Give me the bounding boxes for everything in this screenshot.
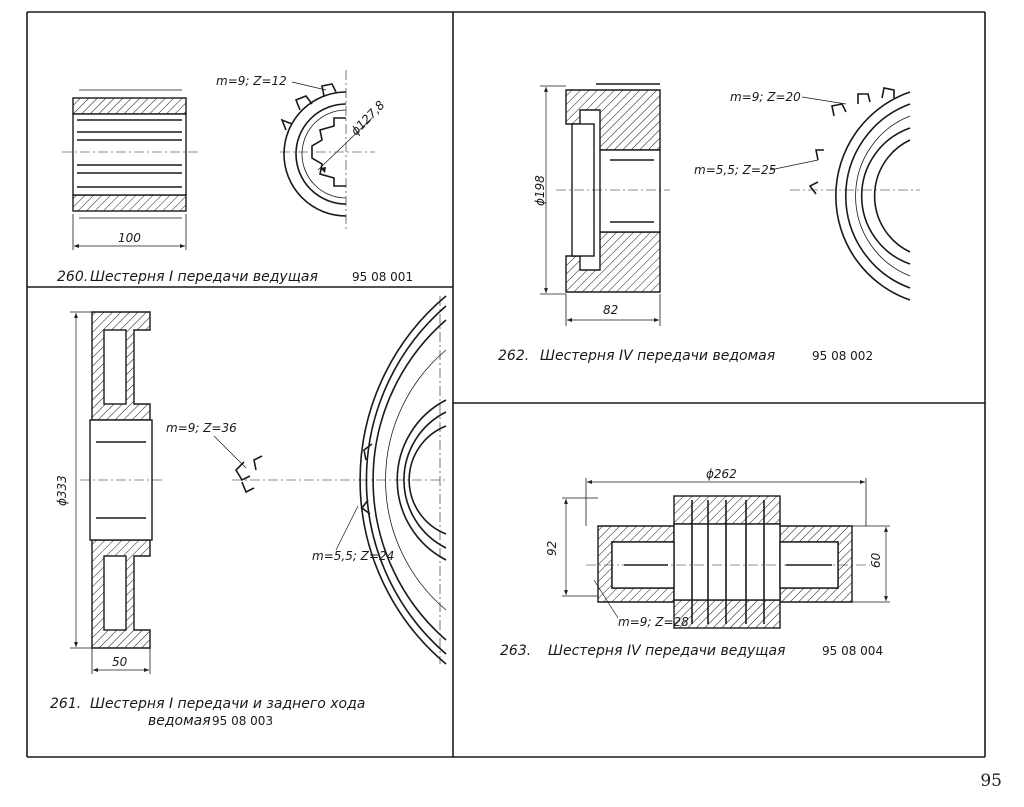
fig261-title-line1: Шестерня I передачи и заднего хода [90,696,365,712]
fig261-caption: 261. Шестерня I передачи и заднего хода … [50,696,365,729]
fig263-module-leader: m=9; Z=28 [593,579,689,629]
fig260-width-label: 100 [118,231,141,245]
fig263-right-height-dimension: 60 [852,525,890,603]
fig260-section-view [62,89,200,219]
fig260-module-label: m=9; Z=12 [216,74,287,88]
fig261-diameter-dimension: ϕ333 [55,311,92,649]
figure-261: ϕ333 50 m=9; Z=36 [50,295,447,729]
fig262-inner-gear-label: m=5,5; Z=25 [694,163,776,177]
fig263-right-height-label: 60 [869,552,883,568]
fig260-width-dimension: 100 [72,214,187,250]
fig262-width-dimension: 82 [565,294,661,326]
fig260-diameter-dimension: ϕ127,8 [317,98,388,173]
fig260-diameter-label: ϕ127,8 [348,98,388,138]
fig260-code: 95 08 001 [352,270,413,284]
fig260-caption: 260. Шестерня I передачи ведущая 95 08 0… [57,269,413,285]
fig261-outer-gear-leader: m=9; Z=36 [166,421,247,469]
fig261-code: 95 08 003 [212,714,273,728]
fig262-code: 95 08 002 [812,349,873,363]
fig263-left-height-dimension: 92 [545,497,598,597]
fig261-inner-gear-label: m=5,5; Z=24 [312,549,394,563]
fig262-outer-gear-leader: m=9; Z=20 [730,90,847,105]
sheet-frame [26,11,986,758]
fig262-caption: 262. Шестерня IV передачи ведомая 95 08 … [498,348,873,364]
fig261-diameter-label: ϕ333 [55,475,69,506]
fig263-title: Шестерня IV передачи ведущая [548,643,785,659]
fig262-width-label: 82 [603,303,618,317]
fig263-module-label: m=9; Z=28 [618,615,689,629]
fig262-section-view [556,83,670,293]
fig260-end-view [280,70,375,230]
fig263-diameter-label: ϕ262 [706,467,737,481]
fig261-inner-gear-leader: m=5,5; Z=24 [312,505,394,563]
fig260-module-leader: m=9; Z=12 [216,74,327,91]
fig261-section-view [80,311,165,649]
fig261-width-dimension: 50 [91,648,151,674]
fig261-width-label: 50 [112,655,128,669]
fig263-section-view [586,495,870,629]
fig262-number: 262. [498,348,529,364]
fig261-title-line2: ведомая [148,713,211,729]
fig261-end-view [232,295,447,665]
fig263-caption: 263. Шестерня IV передачи ведущая 95 08 … [500,643,883,659]
fig262-inner-gear-leader: m=5,5; Z=25 [694,159,819,177]
figure-262: ϕ198 82 m=9; Z=20 m=5,5; Z=25 [498,83,920,364]
fig263-left-height-label: 92 [545,541,559,556]
fig260-title: Шестерня I передачи ведущая [90,269,318,285]
fig262-end-view [790,87,920,301]
fig261-outer-gear-label: m=9; Z=36 [166,421,237,435]
figure-263: ϕ262 92 60 m=9; Z=28 263. Шестерня IV пе… [500,467,890,659]
fig261-number: 261. [50,696,81,712]
fig260-number: 260. [57,269,88,285]
fig263-code: 95 08 004 [822,644,883,658]
fig263-diameter-dimension: ϕ262 [585,467,867,526]
page-number: 95 [980,771,1002,791]
fig262-diameter-dimension: ϕ198 [533,85,566,295]
figure-260: ϕ127,8 m=9; Z=12 100 260. Шестерня I пер… [57,70,413,285]
fig262-title: Шестерня IV передачи ведомая [540,348,775,364]
fig262-diameter-label: ϕ198 [533,175,547,206]
fig262-outer-gear-label: m=9; Z=20 [730,90,801,104]
fig263-number: 263. [500,643,531,659]
